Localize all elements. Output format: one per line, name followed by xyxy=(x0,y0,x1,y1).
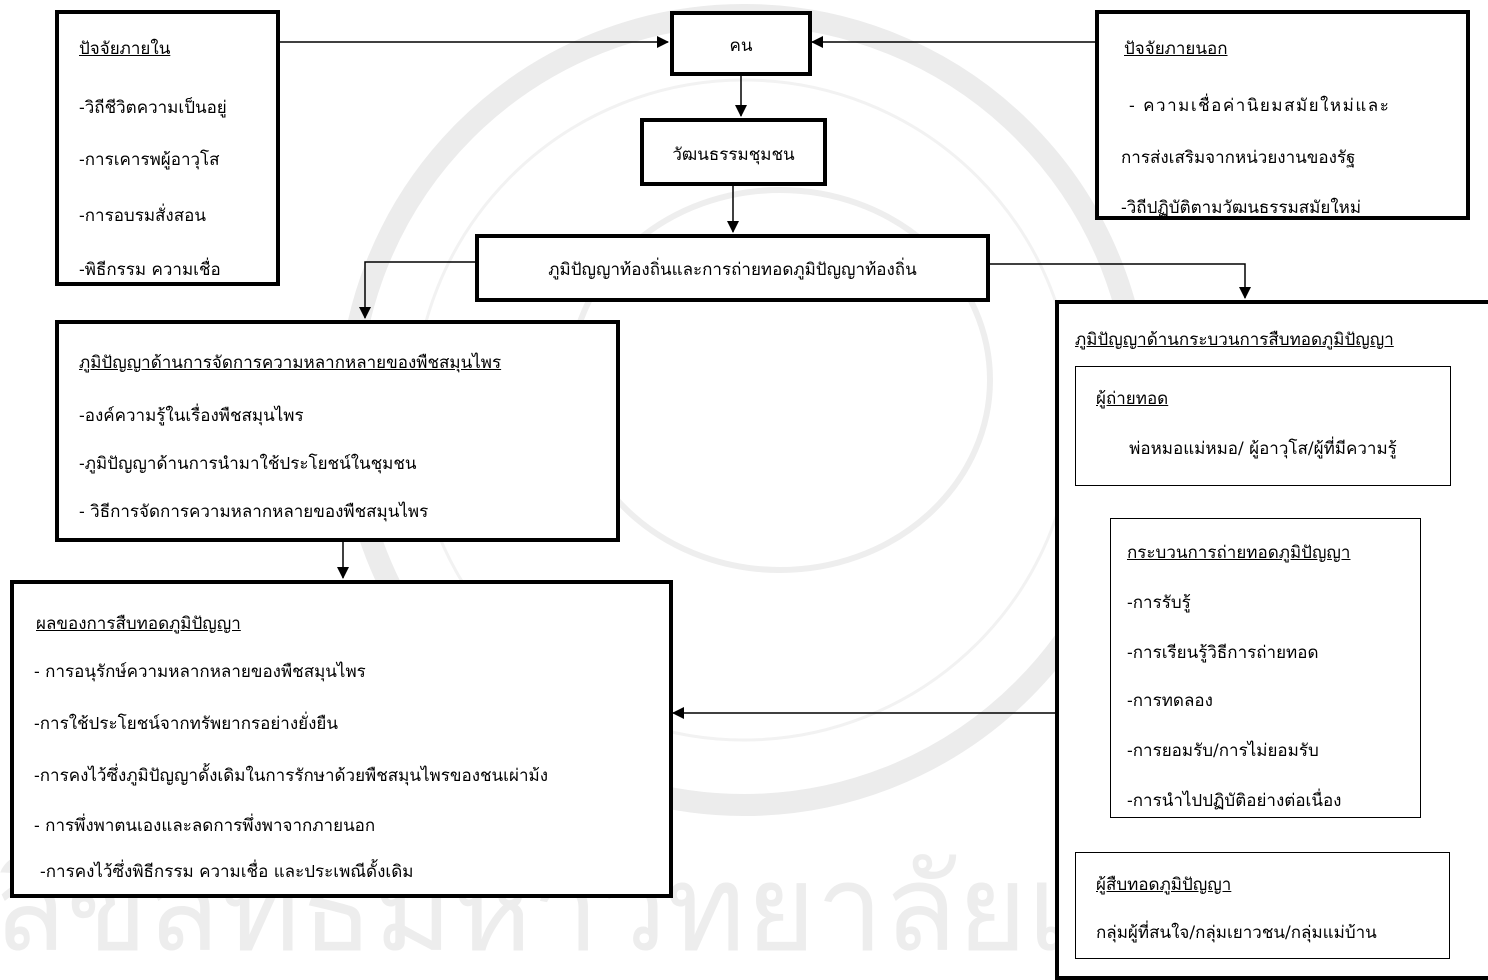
culture-box: วัฒนธรรมชุมชน xyxy=(640,118,827,186)
successor-title: ผู้สืบทอดภูมิปัญญา xyxy=(1096,875,1232,895)
external-factors-title: ปัจจัยภายนอก xyxy=(1124,39,1228,59)
results-item: -การคงไว้ซึ่งพิธีกรรม ความเชื่อ และประเพ… xyxy=(40,862,414,882)
successor-text: กลุ่มผู้ที่สนใจ/กลุ่มเยาวชน/กลุ่มแม่บ้าน xyxy=(1096,923,1377,943)
culture-label: วัฒนธรรมชุมชน xyxy=(672,145,795,165)
internal-factor-item: -พิธีกรรม ความเชื่อ xyxy=(79,260,221,280)
herb-management-item: - วิธีการจัดการความหลากหลายของพืชสมุนไพร xyxy=(79,502,429,522)
internal-factor-item: -การอบรมสั่งสอน xyxy=(79,206,206,226)
local-wisdom-box: ภูมิปัญญาท้องถิ่นและการถ่ายทอดภูมิปัญญาท… xyxy=(475,234,990,302)
internal-factors-box: ปัจจัยภายใน -วิถีชีวิตความเป็นอยู่ -การเ… xyxy=(55,10,280,286)
transmitter-text: พ่อหมอแม่หมอ/ ผู้อาวุโส/ผู้ที่มีความรู้ xyxy=(1129,439,1397,459)
transfer-step: -การนำไปปฏิบัติอย่างต่อเนื่อง xyxy=(1127,791,1342,811)
transfer-step: -การเรียนรู้วิธีการถ่ายทอด xyxy=(1127,643,1319,663)
transmitter-box: ผู้ถ่ายทอด พ่อหมอแม่หมอ/ ผู้อาวุโส/ผู้ที… xyxy=(1075,366,1451,486)
results-item: - การพึ่งพาตนเองและลดการพึ่งพาจากภายนอก xyxy=(34,816,376,836)
external-factor-item: -วิถีปฏิบัติตามวัฒนธรรมสมัยใหม่ xyxy=(1121,198,1362,218)
external-factor-item: - ความเชื่อค่านิยมสมัยใหม่และ xyxy=(1129,96,1391,116)
results-item: -การคงไว้ซึ่งภูมิปัญญาดั้งเดิมในการรักษา… xyxy=(34,766,549,786)
external-factor-item: การส่งเสริมจากหน่วยงานของรัฐ xyxy=(1121,148,1356,168)
herb-management-item: -องค์ความรู้ในเรื่องพืชสมุนไพร xyxy=(79,406,304,426)
transfer-step: -การรับรู้ xyxy=(1127,593,1191,613)
transfer-step: -การยอมรับ/การไม่ยอมรับ xyxy=(1127,741,1319,761)
transmitter-title: ผู้ถ่ายทอด xyxy=(1096,389,1169,409)
results-box: ผลของการสืบทอดภูมิปัญญา - การอนุรักษ์ควา… xyxy=(10,580,673,898)
internal-factor-item: -วิถีชีวิตความเป็นอยู่ xyxy=(79,98,227,118)
herb-management-title: ภูมิปัญญาด้านการจัดการความหลากหลายของพืช… xyxy=(79,353,502,373)
results-item: -การใช้ประโยชน์จากทรัพยากรอย่างยั่งยืน xyxy=(34,714,338,734)
transfer-process-title: กระบวนการถ่ายทอดภูมิปัญญา xyxy=(1127,543,1351,563)
transfer-process-box: กระบวนการถ่ายทอดภูมิปัญญา -การรับรู้ -กา… xyxy=(1110,518,1421,818)
inheritance-process-title: ภูมิปัญญาด้านกระบวนการสืบทอดภูมิปัญญา xyxy=(1075,330,1394,350)
successor-box: ผู้สืบทอดภูมิปัญญา กลุ่มผู้ที่สนใจ/กลุ่ม… xyxy=(1075,852,1450,959)
herb-management-item: -ภูมิปัญญาด้านการนำมาใช้ประโยชน์ในชุมชน xyxy=(79,454,417,474)
herb-management-box: ภูมิปัญญาด้านการจัดการความหลากหลายของพืช… xyxy=(55,320,620,542)
people-box: คน xyxy=(670,11,812,76)
results-item: - การอนุรักษ์ความหลากหลายของพืชสมุนไพร xyxy=(34,662,366,682)
external-factors-box: ปัจจัยภายนอก - ความเชื่อค่านิยมสมัยใหม่แ… xyxy=(1095,10,1470,220)
internal-factor-item: -การเคารพผู้อาวุโส xyxy=(79,150,220,170)
internal-factors-title: ปัจจัยภายใน xyxy=(79,39,171,59)
results-title: ผลของการสืบทอดภูมิปัญญา xyxy=(36,614,241,634)
local-wisdom-label: ภูมิปัญญาท้องถิ่นและการถ่ายทอดภูมิปัญญาท… xyxy=(548,260,917,280)
transfer-step: -การทดลอง xyxy=(1127,691,1213,711)
people-label: คน xyxy=(729,36,753,56)
